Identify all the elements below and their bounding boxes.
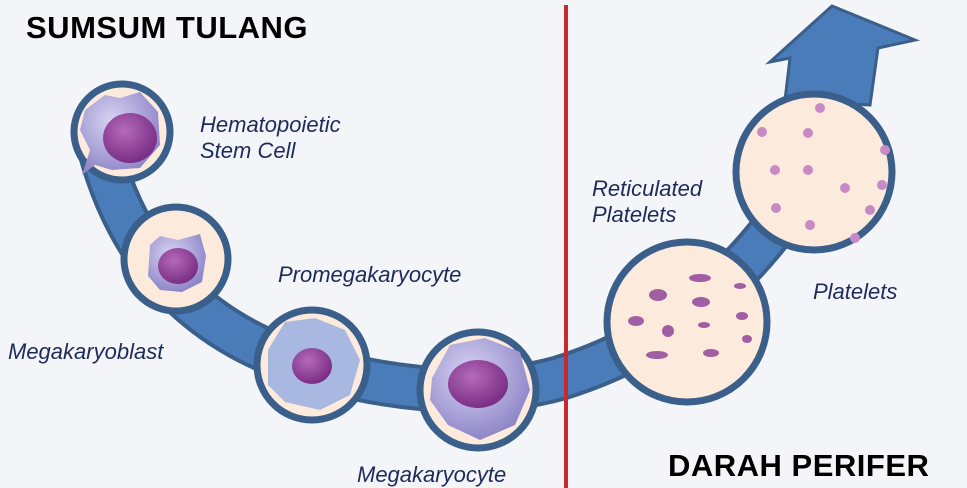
megakaryocyte-cell-image — [416, 328, 540, 452]
peripheral-blood-header: DARAH PERIFER — [668, 448, 930, 483]
platelets-label: Platelets — [813, 279, 898, 304]
reticulated-platelets-image — [603, 238, 771, 406]
platelets-image — [732, 90, 896, 254]
hsc-label: Hematopoietic Stem Cell — [200, 112, 341, 164]
promegakaryocyte-cell-image — [253, 306, 371, 424]
hsc-label-line2: Stem Cell — [200, 138, 296, 163]
arrow-head-icon — [764, 4, 921, 107]
megakaryoblast-label: Megakaryoblast — [8, 339, 164, 364]
hsc-cell-image — [70, 80, 174, 184]
promegakaryocyte-label: Promegakaryocyte — [278, 262, 462, 287]
hsc-label-line1: Hematopoietic — [200, 112, 341, 137]
bone-marrow-header: SUMSUM TULANG — [26, 10, 309, 45]
reticulated-label-line2: Platelets — [592, 202, 677, 227]
reticulated-platelets-label: Reticulated Platelets — [592, 176, 702, 228]
megakaryoblast-cell-image — [120, 203, 232, 315]
megakaryocyte-label: Megakaryocyte — [357, 462, 507, 487]
reticulated-label-line1: Reticulated — [592, 176, 703, 201]
